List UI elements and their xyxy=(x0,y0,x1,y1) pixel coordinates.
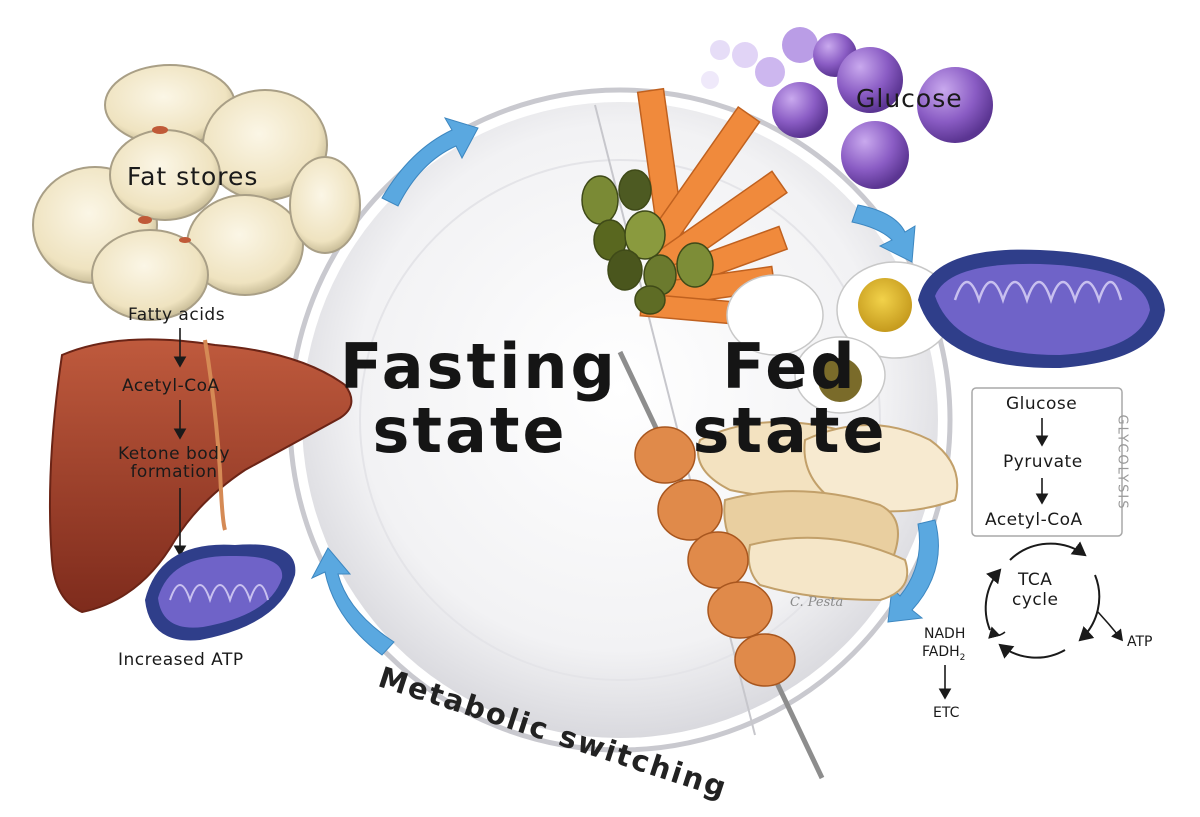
pathway-fatty-acids: Fatty acids xyxy=(128,305,226,325)
fadh-subscript: 2 xyxy=(959,652,966,663)
glycolysis-box xyxy=(971,387,1123,537)
bread-slices xyxy=(697,421,959,602)
glucose-spheres xyxy=(701,27,993,189)
chicken-skewer xyxy=(617,350,825,780)
tca-output-fadh: FADH2 xyxy=(922,644,965,663)
arrow-down-right xyxy=(887,519,939,623)
olives xyxy=(581,169,714,315)
fat-stores-label: Fat stores xyxy=(127,162,259,191)
artist-signature: C. Pesta xyxy=(790,595,844,610)
fasting-state-title: Fasting state xyxy=(340,330,618,467)
arrow-glucose-down xyxy=(851,204,916,263)
glucose-label: Glucose xyxy=(856,84,963,113)
glycolysis-step-glucose: Glucose xyxy=(1006,394,1078,414)
fat-cells xyxy=(32,64,361,321)
tca-cycle-label: TCA cycle xyxy=(1012,570,1059,610)
pathway-acetyl-coa: Acetyl-CoA xyxy=(122,376,220,396)
fed-state-title: Fed state xyxy=(692,330,888,467)
tca-outputs xyxy=(938,611,1123,700)
glycolysis-side-label: GLYCOLYSIS xyxy=(1114,414,1130,511)
tca-cycle-ring xyxy=(984,541,1101,659)
tca-output-atp: ATP xyxy=(1127,634,1153,650)
glycolysis-step-pyruvate: Pyruvate xyxy=(1003,452,1083,472)
arrow-bottom-left xyxy=(310,547,395,656)
tca-output-etc: ETC xyxy=(933,705,960,721)
arrow-up-right xyxy=(381,117,479,207)
liver xyxy=(48,338,353,614)
mitochondrion-small xyxy=(145,544,296,641)
increased-atp-label: Increased ATP xyxy=(118,650,244,670)
glycolysis-step-acetyl-coa: Acetyl-CoA xyxy=(985,510,1083,530)
cycle-arrows xyxy=(310,117,939,656)
fadh-text: FADH xyxy=(922,644,960,660)
mitochondrion-large xyxy=(918,249,1165,369)
pathway-ketone-body-formation: Ketone body formation xyxy=(118,444,231,482)
tca-output-nadh: NADH xyxy=(924,626,966,642)
